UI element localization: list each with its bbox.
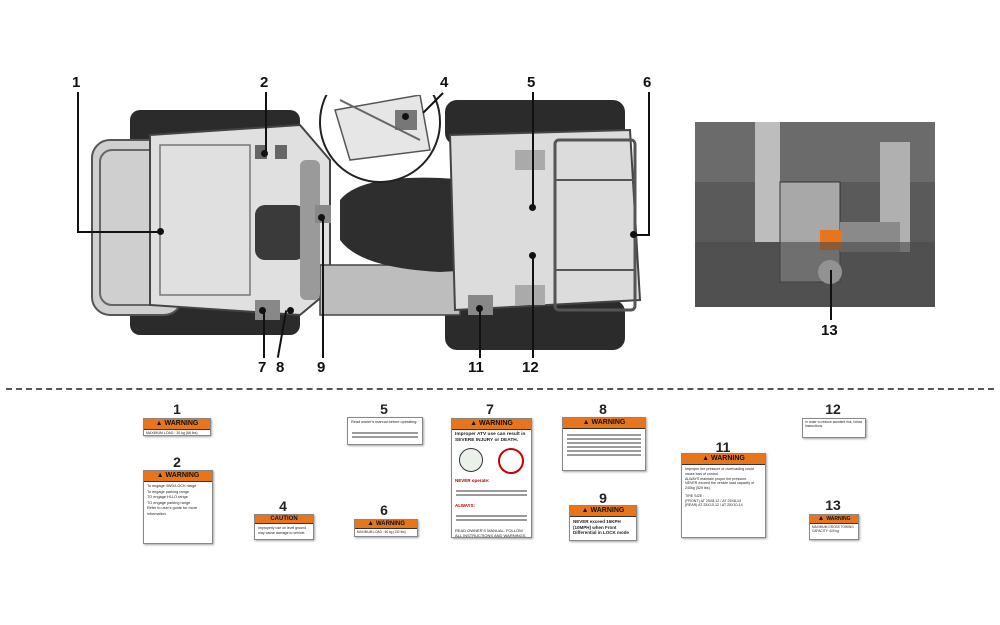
decal-7: ▲ WARNING Improper ATV use can result in…: [451, 418, 532, 538]
label-number-13: 13: [825, 497, 841, 513]
callout-8: 8: [276, 359, 285, 376]
decal-11: ▲ WARNING Improper tire pressure or over…: [681, 453, 766, 538]
section-divider: [6, 388, 994, 390]
callout-13: 13: [821, 322, 838, 339]
decal-2: ▲ WARNING To engage 4WD/LOCK range To en…: [143, 470, 213, 544]
label-number-7: 7: [486, 401, 494, 417]
label-number-5: 5: [380, 401, 388, 417]
label-number-1: 1: [173, 401, 181, 417]
callout-11: 11: [468, 359, 484, 376]
decal-1: ▲ WARNING MAXIMUM LOAD : 30 kg (66 lbs): [143, 418, 211, 436]
label-number-11: 11: [715, 439, 731, 455]
callout-1: 1: [72, 74, 81, 91]
callout-7: 7: [258, 359, 267, 376]
label-number-9: 9: [599, 490, 607, 506]
decal-5: Read owner's manual before operating.: [347, 417, 423, 445]
label-number-12: 12: [825, 401, 841, 417]
decal-12: In order to reduce accident risk, follow…: [802, 418, 866, 438]
callout-2: 2: [260, 74, 269, 91]
decal-13: ▲ WARNING MAXIMUM GROSS TOWING CAPACITY:…: [809, 514, 859, 540]
decal-4: CAUTION Improperly use on level ground m…: [254, 514, 314, 540]
label-number-6: 6: [380, 502, 388, 518]
callout-9: 9: [317, 359, 326, 376]
decal-8: ▲ WARNING: [562, 417, 646, 471]
callout-4: 4: [440, 74, 449, 91]
decal-6: ▲ WARNING MAXIMUM LOAD : 60 kg (132 lbs): [354, 519, 418, 537]
callout-6: 6: [643, 74, 652, 91]
label-number-4: 4: [279, 498, 287, 514]
label-number-8: 8: [599, 401, 607, 417]
callout-5: 5: [527, 74, 536, 91]
decal-9: ▲ WARNING NEVER exceed 16KPH (10MPH) whe…: [569, 505, 637, 541]
atv-top-view: [91, 95, 642, 350]
callout-12: 12: [522, 359, 539, 376]
label-number-2: 2: [173, 454, 181, 470]
towing-photo: [695, 122, 935, 307]
